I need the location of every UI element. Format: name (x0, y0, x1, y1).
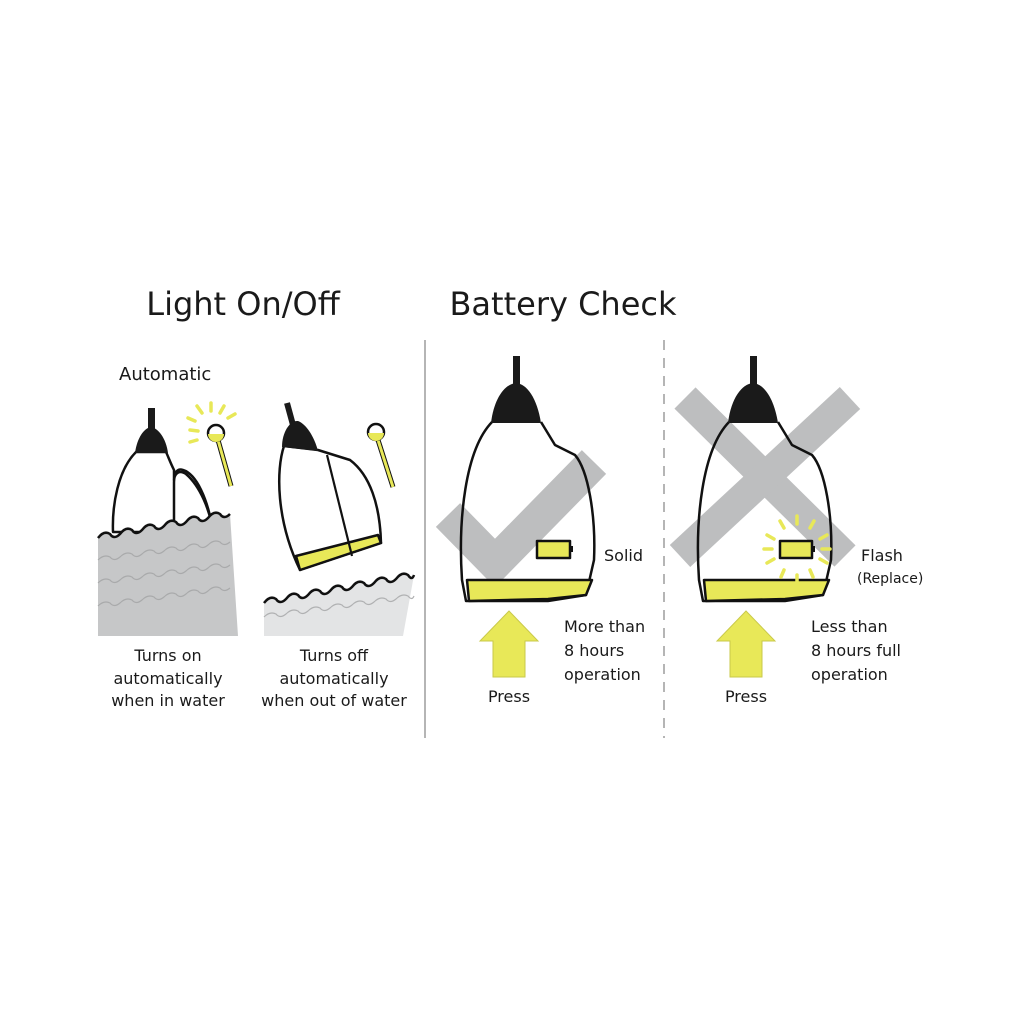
light-cap (282, 420, 318, 451)
light-cap (728, 383, 778, 423)
out-water-caption-1: Turns off (299, 646, 369, 665)
light-lens (702, 578, 831, 603)
light-cap (491, 383, 541, 423)
light-rays-icon (186, 401, 237, 444)
light-out-of-water-illustration (263, 402, 416, 636)
flash-label: Flash (861, 546, 903, 565)
in-water-caption-3: when in water (111, 691, 225, 710)
automatic-label: Automatic (119, 364, 211, 385)
press-label: Press (488, 687, 530, 706)
replace-note: (Replace) (857, 571, 923, 587)
water (264, 573, 414, 636)
light-stem (148, 408, 155, 432)
good-desc-2: 8 hours (564, 641, 624, 660)
light-stem (513, 356, 520, 386)
out-water-caption-3: when out of water (261, 691, 407, 710)
low-desc-3: operation (811, 665, 888, 684)
good-desc-1: More than (564, 617, 645, 636)
battery-icon (535, 539, 572, 560)
light-section-title: Light On/Off (146, 285, 340, 323)
press-arrow-icon (715, 610, 777, 678)
low-desc-1: Less than (811, 617, 888, 636)
light-stem (750, 356, 757, 386)
battery-icon (778, 539, 814, 560)
sensor-probe (376, 439, 395, 488)
in-water-caption-1: Turns on (133, 646, 201, 665)
light-lens (465, 578, 594, 603)
flash-rays-icon (762, 514, 832, 585)
checkmark-icon (435, 450, 607, 588)
out-water-caption-2: automatically (279, 669, 388, 688)
light-in-water-illustration (97, 401, 238, 636)
battery-low-illustration (669, 356, 861, 678)
good-desc-3: operation (564, 665, 641, 684)
battery-section-title: Battery Check (449, 285, 677, 323)
press-arrow-icon (478, 610, 540, 678)
in-water-caption-2: automatically (113, 669, 222, 688)
press-label: Press (725, 687, 767, 706)
water (98, 512, 238, 636)
light-lens (294, 533, 383, 572)
x-mark-icon (669, 387, 861, 567)
light-cap (135, 427, 168, 453)
low-desc-2: 8 hours full (811, 641, 901, 660)
solid-label: Solid (604, 546, 643, 565)
battery-good-illustration (435, 356, 607, 678)
sensor-probe (216, 439, 233, 487)
